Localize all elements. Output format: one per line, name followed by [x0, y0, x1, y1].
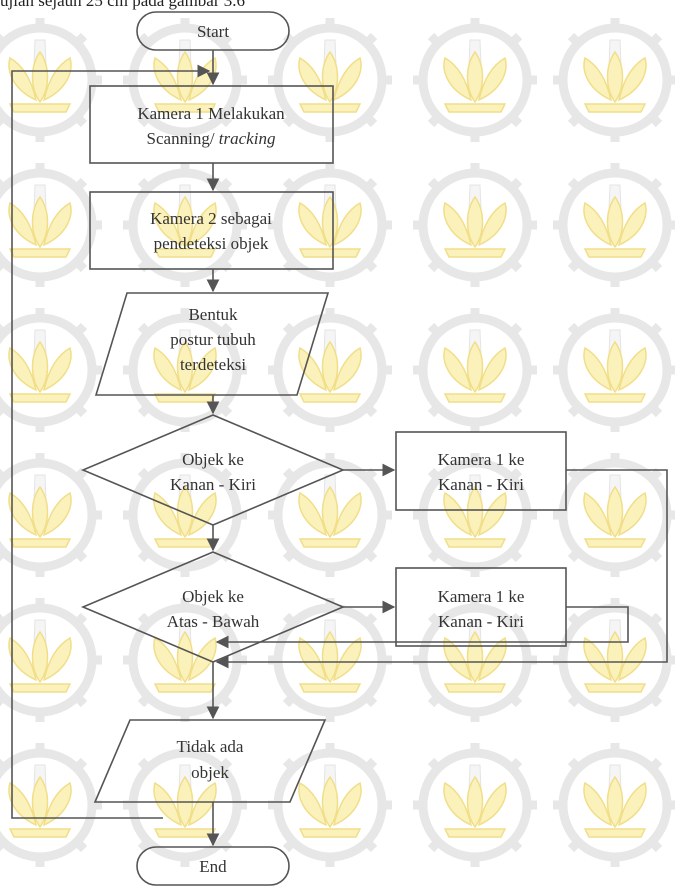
input-body-posture: [94, 292, 330, 396]
decision1-label-line1: Objek ke: [182, 450, 244, 469]
action1-label-line2: Kanan - Kiri: [438, 475, 524, 494]
input-label-line2: postur tubuh: [170, 330, 256, 349]
start-label: Start: [197, 22, 229, 41]
output-label-line1: Tidak ada: [177, 737, 244, 756]
decision2-label-line1: Objek ke: [182, 587, 244, 606]
input-label-line3: terdeteksi: [180, 355, 246, 374]
action2-label-line1: Kamera 1 ke: [438, 587, 525, 606]
process-detection: [89, 191, 334, 270]
decision2-label-line2: Atas - Bawah: [167, 612, 260, 631]
caption-text: ujian sejauh 25 cm pada gambar 3.6: [0, 0, 246, 10]
end-terminator: [136, 846, 290, 886]
scanning-label-line1: Kamera 1 Melakukan: [137, 104, 285, 123]
end-label: End: [199, 857, 227, 876]
action1-label-line1: Kamera 1 ke: [438, 450, 525, 469]
decision1-label-line2: Kanan - Kiri: [170, 475, 256, 494]
action2-label-line2: Kanan - Kiri: [438, 612, 524, 631]
output-label-line2: objek: [191, 763, 229, 782]
scanning-label-line2: Scanning/ tracking: [147, 129, 276, 148]
input-label-line1: Bentuk: [188, 305, 238, 324]
action-camera-left-right: [395, 431, 567, 511]
watermark-pattern: [0, 18, 675, 867]
detection-label-line1: Kamera 2 sebagai: [150, 209, 272, 228]
detection-label-line2: pendeteksi objek: [154, 234, 269, 253]
process-scanning: [89, 85, 334, 164]
output-no-object: [93, 719, 327, 803]
